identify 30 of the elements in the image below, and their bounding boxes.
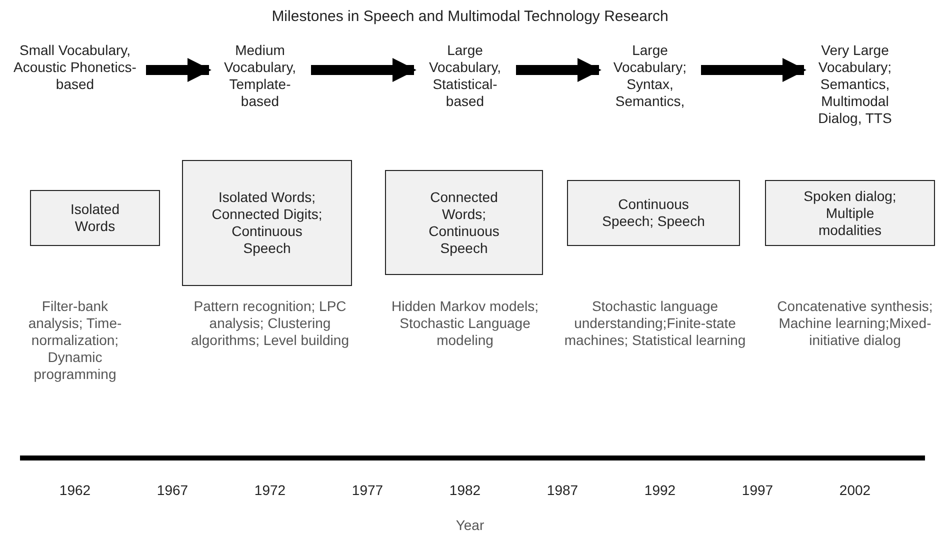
stage-label: Small Vocabulary, Acoustic Phonetics-based bbox=[10, 42, 140, 93]
stage-label: Medium Vocabulary, Template-based bbox=[215, 42, 305, 110]
technique-note: Filter-bank analysis; Time-normalization; Dynamic programming bbox=[27, 298, 123, 383]
milestone-box: Spoken dialog; Multiple modalities bbox=[765, 180, 935, 246]
year-label: 1972 bbox=[253, 482, 287, 499]
stage-label: Large Vocabulary, Statistical-based bbox=[420, 42, 510, 110]
year-label: 1962 bbox=[58, 482, 92, 499]
chart-title: Milestones in Speech and Multimodal Technology Research bbox=[270, 8, 670, 25]
year-label: 1977 bbox=[350, 482, 384, 499]
technique-note: Stochastic language understanding;Finite-state machines; Statistical learning bbox=[563, 298, 747, 349]
stage-label: Very Large Vocabulary; Semantics, Multimodal Dialog, TTS bbox=[810, 42, 900, 127]
year-label: 1982 bbox=[448, 482, 482, 499]
year-label: 1967 bbox=[156, 482, 190, 499]
technique-note: Pattern recognition; LPC analysis; Clustering algorithms; Level building bbox=[190, 298, 350, 349]
axis-title: Year bbox=[454, 517, 486, 534]
milestone-box: Continuous Speech; Speech bbox=[567, 180, 740, 246]
arrow bbox=[701, 58, 806, 82]
year-label: 1992 bbox=[643, 482, 677, 499]
arrow bbox=[311, 58, 416, 82]
milestone-box: Connected Words; Continuous Speech bbox=[385, 170, 543, 275]
year-label: 1997 bbox=[740, 482, 774, 499]
arrow bbox=[516, 58, 602, 82]
technique-note: Hidden Markov models; Stochastic Language modeling bbox=[390, 298, 540, 349]
year-label: 2002 bbox=[838, 482, 872, 499]
milestone-box: Isolated Words; Connected Digits; Continuous Speech bbox=[182, 160, 352, 286]
milestone-box: Isolated Words bbox=[30, 190, 160, 246]
arrow bbox=[146, 58, 212, 82]
technique-note: Concatenative synthesis; Machine learning;Mixed-initiative dialog bbox=[776, 298, 934, 349]
year-label: 1987 bbox=[546, 482, 580, 499]
stage-label: Large Vocabulary; Syntax, Semantics, bbox=[605, 42, 695, 110]
